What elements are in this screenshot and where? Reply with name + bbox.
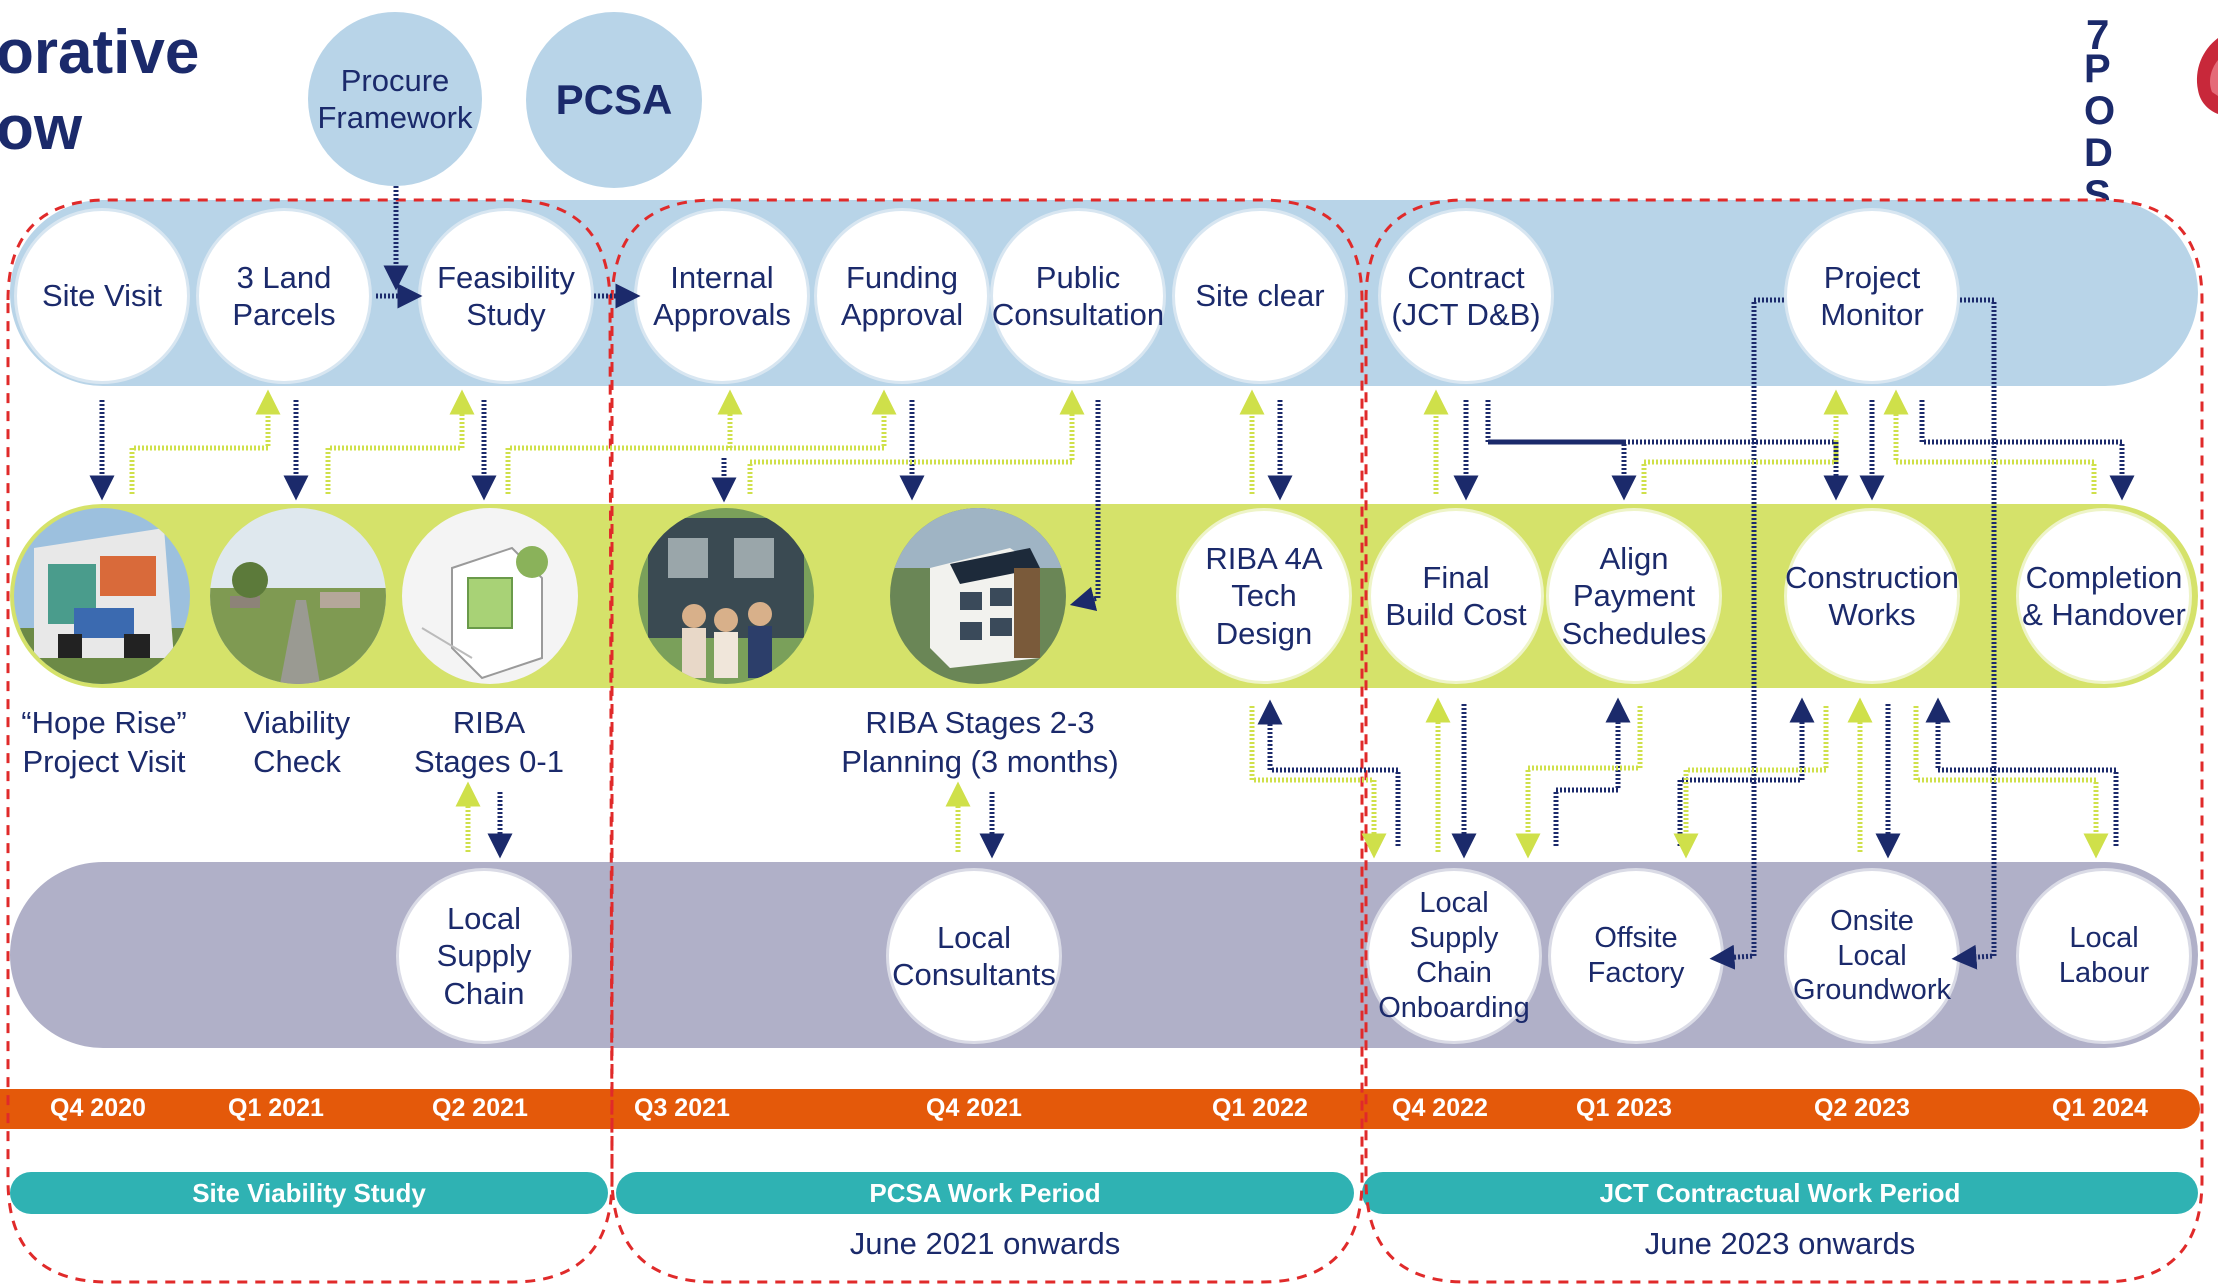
riba-stages-01-sketch	[402, 508, 578, 684]
procure-framework-bubble: Procure Framework	[308, 12, 482, 186]
jct-period-subtitle: June 2023 onwards	[1644, 1226, 1916, 1261]
period-site-viability: Site Viability Study	[10, 1172, 608, 1214]
quarter-bar	[0, 1089, 2200, 1129]
viability-check-photo	[210, 508, 386, 684]
quarter-label: Q4 2022	[1392, 1094, 1488, 1122]
construction-works-node: Construction Works	[1784, 508, 1960, 684]
quarter-label: Q4 2020	[50, 1094, 146, 1122]
local-supply-chain-onboarding-node: Local Supply Chain Onboarding	[1366, 868, 1542, 1044]
quarter-label: Q2 2021	[432, 1094, 528, 1122]
riba-23-label: RIBA Stages 2-3 Planning (3 months)	[841, 705, 1119, 779]
quarter-label: Q4 2021	[926, 1094, 1022, 1122]
phase-boundaries	[6, 198, 2204, 1284]
internal-approvals-node: Internal Approvals	[634, 208, 810, 384]
local-consultants-node: Local Consultants	[886, 868, 1062, 1044]
completion-handover-node: Completion & Handover	[2016, 508, 2192, 684]
public-consultation-node: Public Consultation	[990, 208, 1166, 384]
period-jct: JCT Contractual Work Period	[1362, 1172, 2198, 1214]
quarter-label: Q2 2023	[1814, 1094, 1910, 1122]
quarter-label: Q1 2021	[228, 1094, 324, 1122]
riba-4a-node: RIBA 4A Tech Design	[1176, 508, 1352, 684]
riba-01-label: RIBA Stages 0-1	[414, 705, 564, 779]
site-clear-node: Site clear	[1172, 208, 1348, 384]
quarter-label: Q1 2022	[1212, 1094, 1308, 1122]
period-pcsa: PCSA Work Period	[616, 1172, 1354, 1214]
offsite-factory-node: Offsite Factory	[1548, 868, 1724, 1044]
local-labour-node: Local Labour	[2016, 868, 2192, 1044]
quarter-label: Q1 2023	[1576, 1094, 1672, 1122]
quarter-label: Q1 2024	[2052, 1094, 2148, 1122]
final-build-cost-node: Final Build Cost	[1368, 508, 1544, 684]
contract-node: Contract (JCT D&B)	[1378, 208, 1554, 384]
page-title-line-2: ow	[0, 94, 83, 163]
hope-rise-label: “Hope Rise” Project Visit	[21, 705, 187, 779]
lime-connectors	[129, 389, 2109, 859]
site-visit-node: Site Visit	[14, 208, 190, 384]
quarter-label: Q3 2021	[634, 1094, 730, 1122]
land-parcels-node: 3 Land Parcels	[196, 208, 372, 384]
page-title-line-1: orative	[0, 18, 200, 87]
internal-approvals-photo	[638, 508, 814, 684]
feasibility-study-node: Feasibility Study	[418, 208, 594, 384]
local-supply-chain-node: Local Supply Chain	[396, 868, 572, 1044]
funding-approval-node: Funding Approval	[814, 208, 990, 384]
onsite-groundwork-node: Onsite Local Groundwork	[1784, 868, 1960, 1044]
pcsa-period-subtitle: June 2021 onwards	[849, 1226, 1121, 1261]
align-payment-node: Align Payment Schedules	[1546, 508, 1722, 684]
emblem-icon	[2172, 30, 2218, 140]
logo-number: 7	[2086, 11, 2110, 58]
project-monitor-node: Project Monitor	[1784, 208, 1960, 384]
pcsa-bubble: PCSA	[526, 12, 702, 188]
viability-check-label: Viability Check	[243, 705, 351, 779]
navy-connectors	[89, 186, 2135, 970]
